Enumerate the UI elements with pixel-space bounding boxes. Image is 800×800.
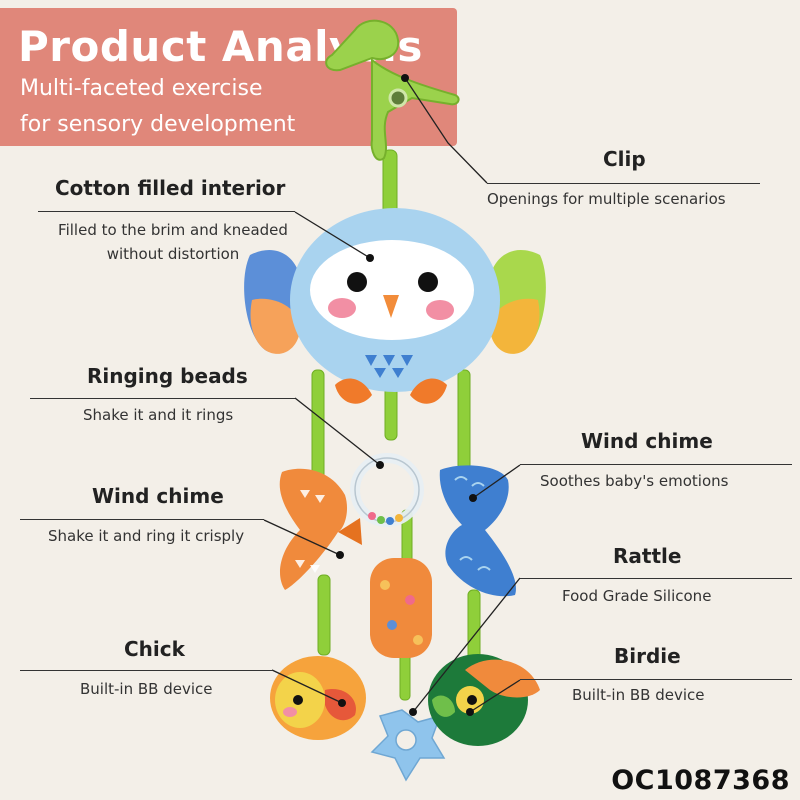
product-code: OC1087368 <box>611 765 790 796</box>
wind-chime-left-rule <box>20 519 264 520</box>
wind-chime-right-icon <box>439 465 516 597</box>
cotton-rule <box>38 211 295 212</box>
beads-rule <box>30 398 295 399</box>
wind-chime-left-desc: Shake it and ring it crisply <box>48 527 245 545</box>
beads-desc: Shake it and it rings <box>83 406 234 424</box>
rattle-cylinder-icon <box>370 558 432 658</box>
birdie-title: Birdie <box>614 644 681 668</box>
pointer-lines <box>263 77 521 713</box>
chick-title: Chick <box>124 637 185 661</box>
page-subtitle-line2: for sensory development <box>20 112 296 137</box>
pointer-dots <box>336 74 477 716</box>
rattle-teether-icon <box>370 709 446 782</box>
chick-icon <box>270 656 366 740</box>
rattle-rule <box>520 578 792 579</box>
wind-chime-right-rule <box>520 464 792 465</box>
owl-icon <box>244 208 546 404</box>
clip-rule <box>487 183 760 184</box>
ringing-beads-icon <box>350 453 424 527</box>
cotton-desc: Filled to the brim and kneaded without d… <box>58 221 288 263</box>
rattle-desc: Food Grade Silicone <box>562 587 712 605</box>
beads-title: Ringing beads <box>87 364 248 388</box>
chick-rule <box>20 670 272 671</box>
wind-chime-right-desc: Soothes baby's emotions <box>540 472 729 490</box>
chick-desc: Built-in BB device <box>80 680 213 698</box>
rattle-title: Rattle <box>613 544 682 568</box>
wind-chime-right-title: Wind chime <box>581 429 713 453</box>
birdie-icon <box>428 654 540 746</box>
cotton-title: Cotton filled interior <box>55 176 286 200</box>
birdie-desc: Built-in BB device <box>572 686 705 704</box>
wind-chime-left-icon <box>279 468 362 590</box>
wind-chime-left-title: Wind chime <box>92 484 224 508</box>
clip-icon <box>325 19 460 161</box>
clip-desc: Openings for multiple scenarios <box>487 190 726 208</box>
page-subtitle-line1: Multi-faceted exercise <box>20 76 263 101</box>
birdie-rule <box>520 679 792 680</box>
clip-title: Clip <box>603 147 646 171</box>
